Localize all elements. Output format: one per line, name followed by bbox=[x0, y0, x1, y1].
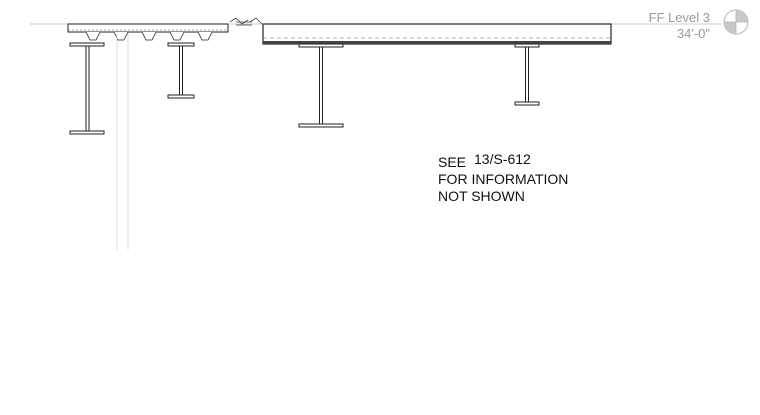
note-line-3: NOT SHOWN bbox=[438, 188, 525, 204]
break-line bbox=[229, 17, 263, 26]
reference-note: SEE 13/S-612 FOR INFORMATION NOT SHOWN bbox=[438, 151, 568, 204]
right-slab bbox=[262, 23, 612, 45]
deck-flutes bbox=[85, 31, 213, 41]
beam-left-2 bbox=[167, 42, 195, 99]
column-lines bbox=[116, 34, 129, 250]
level-elevation: 34'-0" bbox=[677, 26, 711, 41]
beam-right-2 bbox=[514, 43, 540, 106]
beam-right-1 bbox=[298, 43, 344, 128]
beam-left-1 bbox=[69, 42, 105, 135]
level-name: FF Level 3 bbox=[649, 10, 710, 25]
note-see: SEE bbox=[438, 154, 466, 170]
level-target-icon bbox=[723, 9, 749, 35]
note-sheet-ref: 13/S-612 bbox=[474, 151, 531, 167]
note-line-2: FOR INFORMATION bbox=[438, 171, 568, 187]
left-slab bbox=[67, 23, 229, 41]
